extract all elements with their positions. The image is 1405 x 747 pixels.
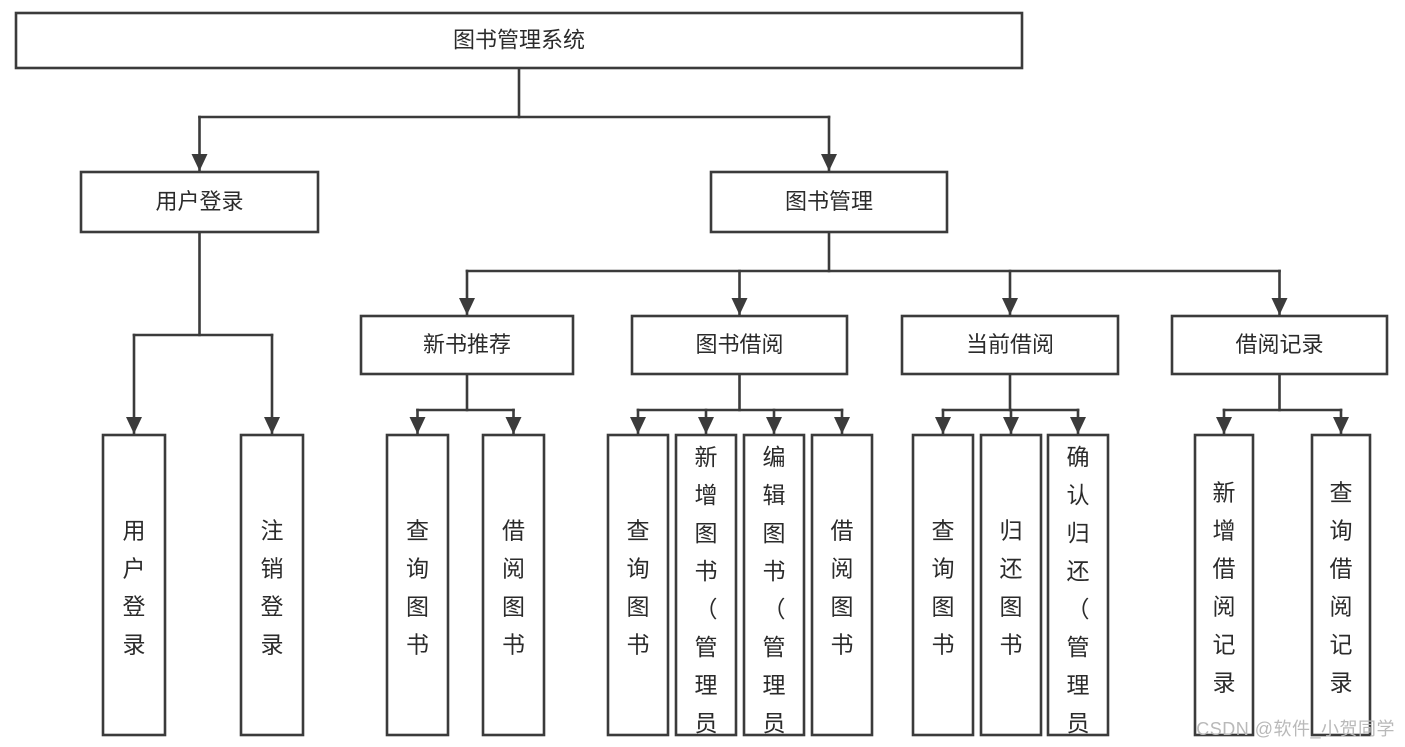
- node-new-book-recommend[interactable]: 新书推荐: [359, 314, 575, 376]
- node-label: 图书管理系统: [453, 27, 585, 52]
- connector-layer: [126, 66, 1349, 435]
- node-label: 新书推荐: [423, 332, 511, 357]
- node-box: [101, 433, 167, 737]
- node-label: 查询图书: [627, 518, 650, 658]
- node-leaf-add-borrow-record[interactable]: 新增借阅记录: [1193, 433, 1255, 737]
- node-user-login[interactable]: 用户登录: [79, 170, 320, 234]
- node-leaf-borrow-book-recommend[interactable]: 借阅图书: [481, 433, 546, 737]
- node-label: 归还图书: [1000, 518, 1023, 658]
- node-label: 借阅图书: [831, 518, 854, 658]
- node-box: [709, 170, 949, 234]
- node-label: 新增图书（管理员）: [695, 444, 718, 747]
- arrow-head-icon: [459, 298, 475, 315]
- node-box: [630, 314, 849, 376]
- node-label: 编辑图书（管理员）: [763, 444, 786, 747]
- node-book-manage[interactable]: 图书管理: [709, 170, 949, 234]
- node-label: 用户登录: [155, 189, 243, 214]
- node-leaf-return-book[interactable]: 归还图书: [979, 433, 1043, 737]
- arrow-head-icon: [935, 417, 951, 434]
- node-label: 查询图书: [406, 518, 429, 658]
- node-label: 图书管理: [785, 189, 873, 214]
- node-leaf-query-borrow-record[interactable]: 查询借阅记录: [1310, 433, 1372, 737]
- node-box: [810, 433, 874, 737]
- node-root[interactable]: 图书管理系统: [14, 11, 1024, 70]
- node-leaf-edit-book[interactable]: 编辑图书（管理员）: [742, 433, 806, 747]
- node-box: [385, 433, 450, 737]
- node-leaf-query-book-current[interactable]: 查询图书: [911, 433, 975, 737]
- node-label: 查询借阅记录: [1330, 480, 1353, 696]
- node-box: [674, 433, 738, 737]
- node-layer: 图书管理系统用户登录图书管理新书推荐图书借阅当前借阅借阅记录用户登录注销登录查询…: [14, 11, 1389, 747]
- arrow-head-icon: [834, 417, 850, 434]
- connectors-root: [191, 66, 837, 172]
- arrow-head-icon: [1333, 417, 1349, 434]
- node-label: 借阅记录: [1235, 332, 1323, 357]
- arrow-head-icon: [1070, 417, 1086, 434]
- arrow-head-icon: [126, 417, 142, 434]
- node-leaf-borrow-book[interactable]: 借阅图书: [810, 433, 874, 737]
- node-label: 用户登录: [123, 518, 146, 658]
- node-box: [1310, 433, 1372, 737]
- arrow-head-icon: [698, 417, 714, 434]
- csdn-watermark: CSDN @软件_小贺同学: [1196, 719, 1395, 739]
- node-leaf-user-login[interactable]: 用户登录: [101, 433, 167, 737]
- node-leaf-logout[interactable]: 注销登录: [239, 433, 305, 737]
- node-label: 注销登录: [261, 518, 284, 658]
- connectors-book-borrow: [630, 372, 850, 435]
- connectors-user-login: [126, 230, 280, 435]
- node-leaf-add-book[interactable]: 新增图书（管理员）: [674, 433, 738, 747]
- node-label: 新增借阅记录: [1213, 480, 1236, 696]
- node-label: 确认归还（管理员）: [1067, 444, 1090, 747]
- node-box: [79, 170, 320, 234]
- node-label: 查询图书: [932, 518, 955, 658]
- arrow-head-icon: [264, 417, 280, 434]
- node-box: [979, 433, 1043, 737]
- connectors-new-book-recommend: [409, 372, 522, 435]
- arrow-head-icon: [505, 417, 522, 434]
- node-label: 图书借阅: [695, 332, 783, 357]
- arrow-head-icon: [1216, 417, 1232, 434]
- arrow-head-icon: [191, 154, 208, 171]
- node-box: [239, 433, 305, 737]
- node-box: [14, 11, 1024, 70]
- node-box: [911, 433, 975, 737]
- arrow-head-icon: [731, 298, 748, 315]
- node-box: [1170, 314, 1389, 376]
- arrow-head-icon: [766, 417, 782, 434]
- node-box: [742, 433, 806, 737]
- node-box: [1046, 433, 1110, 737]
- node-book-borrow[interactable]: 图书借阅: [630, 314, 849, 376]
- arrow-head-icon: [1271, 298, 1288, 315]
- connectors-borrow-record: [1216, 372, 1349, 435]
- connectors-book-manage: [459, 230, 1288, 316]
- node-leaf-confirm-return[interactable]: 确认归还（管理员）: [1046, 433, 1110, 747]
- arrow-head-icon: [1003, 417, 1019, 434]
- node-label: 当前借阅: [966, 332, 1054, 357]
- node-box: [900, 314, 1120, 376]
- node-current-borrow[interactable]: 当前借阅: [900, 314, 1120, 376]
- node-box: [606, 433, 670, 737]
- arrow-head-icon: [1002, 298, 1018, 315]
- node-leaf-query-book-recommend[interactable]: 查询图书: [385, 433, 450, 737]
- arrow-head-icon: [630, 417, 646, 434]
- node-borrow-record[interactable]: 借阅记录: [1170, 314, 1389, 376]
- node-label: 借阅图书: [502, 518, 525, 658]
- arrow-head-icon: [409, 417, 426, 434]
- node-box: [481, 433, 546, 737]
- node-box: [1193, 433, 1255, 737]
- connectors-current-borrow: [935, 372, 1086, 435]
- arrow-head-icon: [821, 154, 837, 171]
- node-box: [359, 314, 575, 376]
- node-leaf-query-book-borrow[interactable]: 查询图书: [606, 433, 670, 737]
